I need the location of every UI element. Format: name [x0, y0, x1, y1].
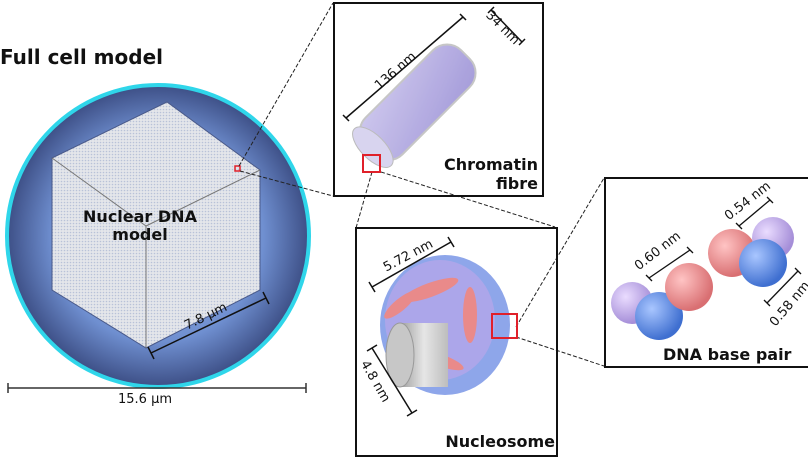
chromatin-title: Chromatin fibre [428, 155, 538, 193]
nucleosome-title: Nucleosome [445, 432, 555, 451]
chromatin-title-line1: Chromatin [443, 155, 538, 174]
nucleus-label-line2: model [112, 225, 168, 244]
chromatin-fibre-graphic [342, 6, 526, 173]
cube-selection-marker [234, 165, 241, 172]
nucleus-label-line1: Nuclear DNA [83, 207, 197, 226]
nucleus-label: Nuclear DNA model [70, 208, 210, 244]
cell-diameter-label: 15.6 µm [118, 392, 173, 407]
cell-scale-bar [7, 383, 307, 393]
base-pair-graphic [611, 196, 802, 340]
cube-edge-dimension [147, 291, 270, 360]
zoom-connectors [238, 2, 605, 367]
base-pair-panel [604, 177, 808, 368]
full-cell-title: Full cell model [0, 45, 163, 69]
chromatin-fibre-panel [333, 2, 544, 197]
nucleosome-graphic [366, 236, 518, 417]
chromatin-title-line2: fibre [495, 174, 538, 193]
base-pair-title: DNA base pair [663, 345, 792, 364]
nuclear-dna-cube [51, 101, 261, 349]
